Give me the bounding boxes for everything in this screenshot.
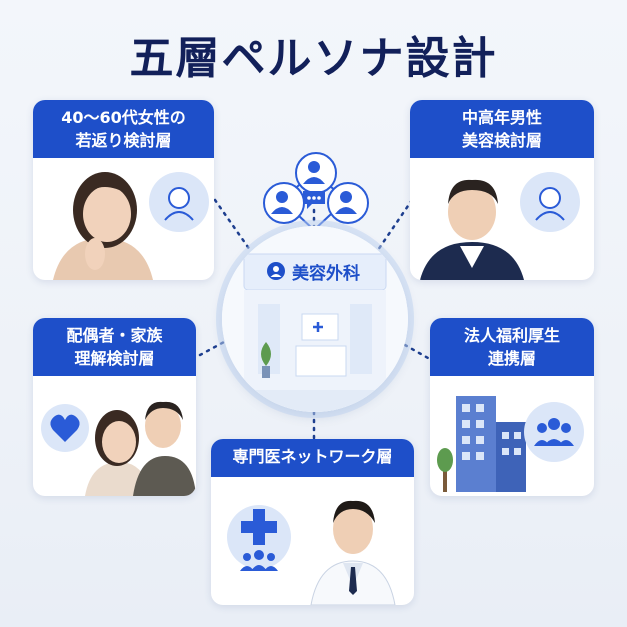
clinic-building-illustration (222, 226, 408, 412)
layer-card-women: 40〜60代女性の 若返り検討層 (33, 100, 214, 280)
layer-card-men: 中高年男性 美容検討層 (410, 100, 594, 280)
layer-title-line: 40〜60代女性の (61, 108, 186, 127)
clinic-sign: 美容外科 (258, 256, 368, 286)
layer-title-line: 配偶者・家族 (66, 326, 163, 345)
layer-title-line: 若返り検討層 (75, 131, 172, 150)
chat-bubble-icon (303, 191, 325, 209)
layer-title-line: 法人福利厚生 (463, 326, 560, 345)
layer-card-header: 40〜60代女性の 若返り検討層 (33, 100, 214, 158)
page-title: 五層ペルソナ設計 (129, 33, 498, 84)
network-node-right (327, 182, 369, 224)
layer-card-partner: 配偶者・家族 理解検討層 (33, 318, 196, 496)
person-badge-icon (267, 262, 285, 280)
clinic-label: 美容外科 (292, 263, 360, 284)
layer-title-line: 専門医ネットワーク層 (232, 447, 393, 466)
layer-card-header: 中高年男性 美容検討層 (410, 100, 594, 158)
woman-portrait-illustration (53, 172, 209, 280)
layer-title-line: 中高年男性 (461, 108, 542, 127)
layer-card-header: 法人福利厚生 連携層 (430, 318, 594, 376)
network-node-left (263, 182, 305, 224)
medical-cross-icon (241, 509, 277, 545)
layer-title-line: 理解検討層 (74, 349, 155, 368)
office-building-illustration (437, 396, 584, 492)
layer-card-header: 専門医ネットワーク層 (211, 439, 414, 477)
layer-card-header: 配偶者・家族 理解検討層 (33, 318, 196, 376)
layer-title-line: 連携層 (487, 349, 536, 368)
group-people-icon (240, 550, 278, 571)
person-icon (303, 161, 325, 184)
person-icon (335, 191, 357, 214)
group-people-icon (534, 418, 574, 446)
man-portrait-illustration (420, 172, 580, 280)
layer-card-specialist: 専門医ネットワーク層 (211, 439, 414, 605)
doctor-illustration (227, 500, 396, 605)
person-icon (271, 191, 293, 214)
layer-card-corporate: 法人福利厚生 連携層 (430, 318, 594, 496)
clinic-center (222, 226, 408, 412)
couple-illustration (41, 401, 196, 496)
layer-title-line: 美容検討層 (461, 131, 542, 150)
heart-icon (50, 414, 80, 442)
